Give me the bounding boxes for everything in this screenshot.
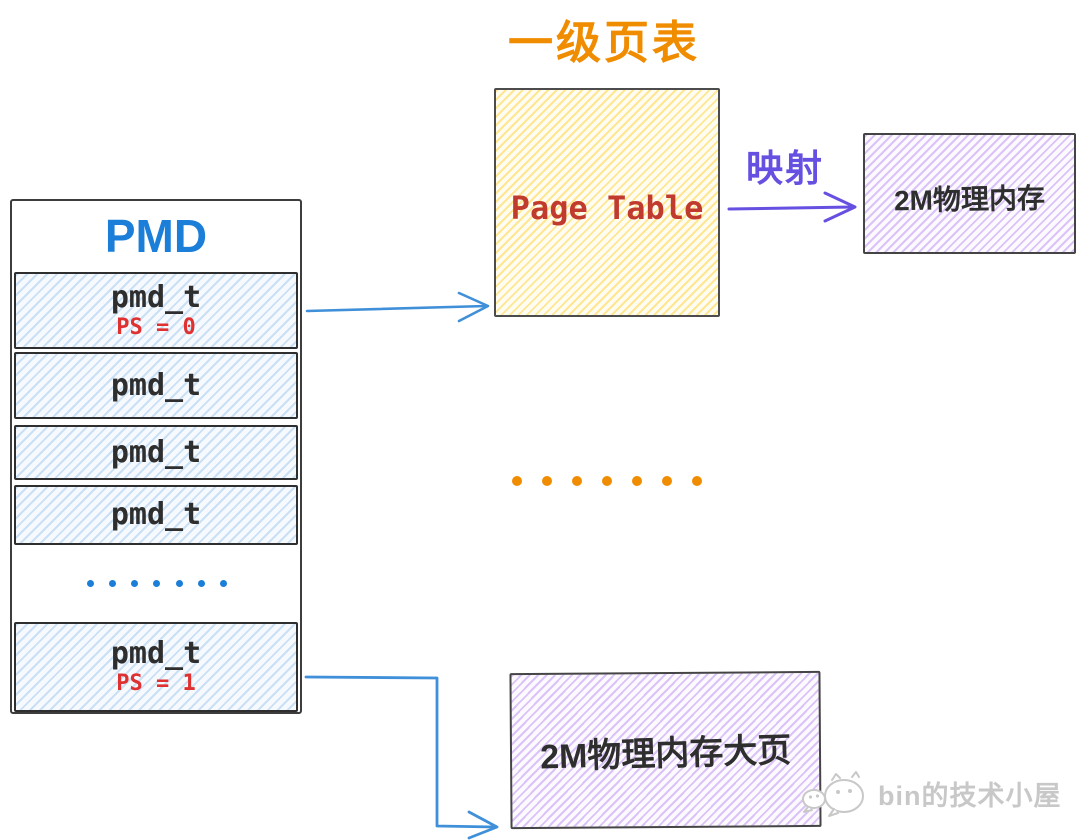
diagram-title: 一级页表	[507, 17, 700, 68]
pmd-ellipsis-dots	[87, 550, 227, 616]
watermark-text: bin的技术小屋	[878, 780, 1062, 811]
pmd-entry-flag: PS = 0	[116, 314, 196, 340]
ellipsis-dot	[632, 476, 642, 486]
pmd-table: PMD pmd_t PS = 0 pmd_t pmd_t pmd_t pmd_t…	[10, 199, 302, 714]
pmd-entry-4: pmd_t PS = 1	[14, 622, 298, 712]
pmd-entry-0: pmd_t PS = 0	[14, 272, 298, 349]
ellipsis-dot	[175, 579, 183, 587]
pmd-entry-1: pmd_t	[14, 352, 298, 419]
ellipsis-dot	[662, 476, 672, 486]
pmd-entry-label: pmd_t	[110, 279, 202, 315]
center-ellipsis-dots	[512, 468, 702, 494]
ellipsis-dot	[542, 476, 552, 486]
ellipsis-dot	[512, 476, 522, 486]
ellipsis-dot	[131, 579, 139, 587]
pmd-entry-label: pmd_t	[110, 636, 202, 671]
pmd-entry-label: pmd_t	[110, 497, 202, 532]
ellipsis-dot	[572, 476, 582, 486]
page-table-label: Page Table	[510, 188, 704, 227]
pmd-entry-3: pmd_t	[14, 485, 298, 545]
pmd-entry-flag: PS = 1	[116, 671, 196, 696]
pmd-entry-label: pmd_t	[110, 434, 202, 470]
ellipsis-dot	[109, 579, 117, 587]
ellipsis-dot	[197, 579, 205, 587]
pmd-table-title: PMD	[104, 210, 208, 262]
pmd-entry-2: pmd_t	[14, 425, 298, 480]
mapping-label: 映射	[746, 148, 824, 189]
arrow-mapping	[727, 191, 857, 223]
ellipsis-dot	[153, 579, 161, 587]
page-table-box: Page Table	[494, 88, 720, 317]
memory-2m-box: 2M物理内存	[863, 133, 1076, 254]
watermark: bin的技术小屋	[800, 766, 1062, 820]
ellipsis-dot	[219, 579, 227, 587]
ellipsis-dot	[692, 476, 702, 486]
pmd-entry-label: pmd_t	[110, 367, 202, 403]
watermark-logo-icon	[802, 771, 864, 817]
arrow-pmd-to-page-table	[305, 291, 490, 323]
arrow-pmd-to-huge-page	[304, 675, 499, 840]
ellipsis-dot	[87, 579, 94, 587]
ellipsis-dot	[602, 476, 612, 486]
